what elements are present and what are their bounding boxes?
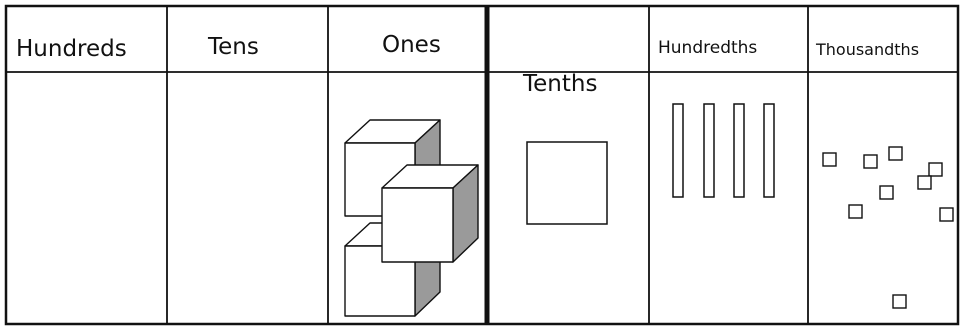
- thousandths-unit: [893, 295, 906, 308]
- hundreds-header: Hundreds: [16, 36, 127, 62]
- tens-header: Tens: [208, 34, 259, 60]
- thousandths-unit: [889, 147, 902, 160]
- ones-cube: [382, 165, 478, 262]
- hundredths-rod: [734, 104, 744, 197]
- thousandths-unit: [864, 155, 877, 168]
- hundredths-header: Hundredths: [658, 38, 757, 58]
- thousandths-unit: [880, 186, 893, 199]
- hundredths-rods: [673, 104, 774, 197]
- thousandths-header: Thousandths: [816, 40, 919, 59]
- hundredths-rod: [764, 104, 774, 197]
- hundredths-rod: [704, 104, 714, 197]
- thousandths-unit: [940, 208, 953, 221]
- thousandths-unit: [918, 176, 931, 189]
- thousandths-unit: [929, 163, 942, 176]
- ones-blocks: [345, 120, 478, 316]
- thousandths-unit: [823, 153, 836, 166]
- tenths-flat: [527, 142, 607, 224]
- tenths-header: Tenths: [523, 71, 597, 97]
- thousandths-unit: [849, 205, 862, 218]
- ones-header: Ones: [382, 32, 441, 58]
- hundredths-rod: [673, 104, 683, 197]
- thousandths-units: [823, 147, 953, 308]
